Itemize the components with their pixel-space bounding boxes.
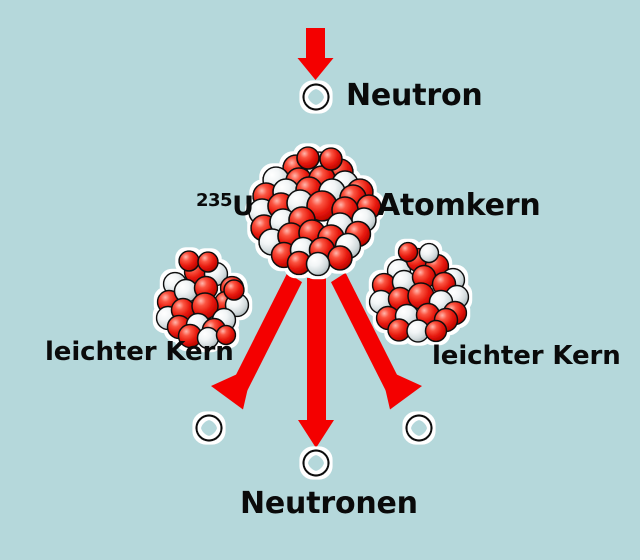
- neutronen-bottom-label: Neutronen: [240, 486, 418, 521]
- incoming-neutron-arrow: [297, 28, 334, 80]
- neutron-top-label: Neutron: [346, 78, 483, 113]
- light-nucleus-left-label: leichter Kern: [45, 337, 234, 367]
- emitted-neutron-middle: [302, 449, 330, 477]
- light-nucleus-right: [368, 241, 470, 343]
- atomkern-label: Atomkern: [377, 188, 541, 223]
- fission-arrow-right: [331, 272, 422, 410]
- uranium-element-symbol: U: [232, 191, 254, 222]
- fission-arrow-middle: [298, 278, 334, 448]
- light-nucleus-right-label: leichter Kern: [432, 341, 621, 371]
- incoming-neutron-circle: [302, 83, 330, 111]
- emitted-neutron-right: [405, 414, 433, 442]
- fission-arrow-left: [211, 272, 302, 410]
- emitted-neutron-left: [195, 414, 223, 442]
- uranium-235-label: 235U: [196, 190, 254, 222]
- uranium-235-nucleus: [248, 146, 382, 277]
- light-nucleus-left: [155, 250, 250, 350]
- uranium-mass-number: 235: [196, 190, 233, 211]
